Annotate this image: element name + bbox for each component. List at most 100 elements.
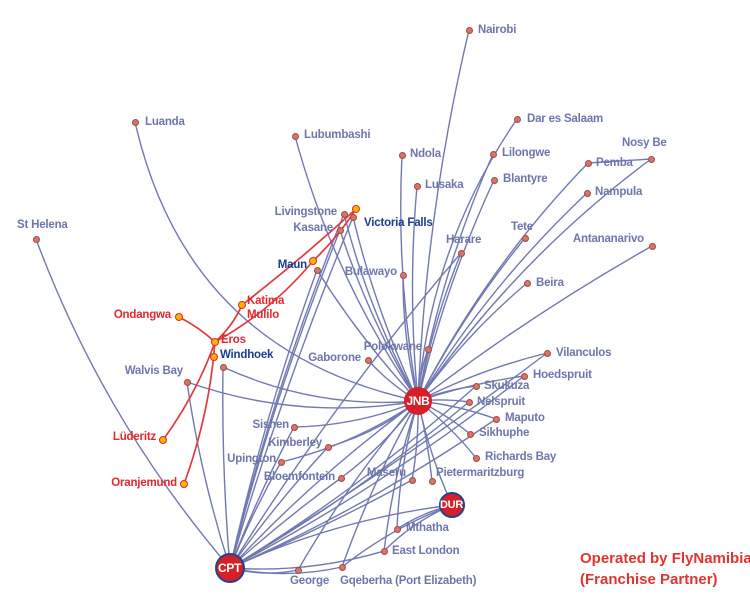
city-dot-george	[294, 566, 302, 574]
route-blue-jnb-nampula	[417, 192, 588, 402]
route-blue-cpt-harare	[229, 252, 462, 569]
city-dot-maputo	[492, 415, 500, 423]
city-label-sishen: Sishen	[252, 419, 289, 431]
route-blue-cpt-victoria_falls	[229, 216, 354, 569]
city-label-walvis_bay: Walvis Bay	[124, 365, 183, 377]
city-label-gqeberha: Gqeberha (Port Elizabeth)	[340, 575, 477, 587]
franchise-legend-line2: (Franchise Partner)	[580, 571, 718, 588]
city-dot-livingstone	[340, 210, 348, 218]
city-label-harare: Harare	[446, 234, 482, 246]
city-label-pemba: Pemba	[596, 157, 633, 169]
city-dot-eros	[211, 338, 219, 346]
city-label-mthatha: Mthatha	[406, 522, 449, 534]
city-dot-nampula	[583, 189, 591, 197]
city-label-lusaka: Lusaka	[425, 179, 464, 191]
city-label-dar_es_salaam: Dar es Salaam	[527, 113, 604, 125]
route-blue-luanda-jnb	[134, 121, 419, 402]
city-dot-mthatha	[393, 525, 401, 533]
route-blue-jnb-lubumbashi	[294, 135, 419, 402]
hub-cpt: CPT	[214, 552, 245, 583]
city-dot-maun	[313, 266, 321, 274]
city-dot-windhoek-flynamibia	[210, 353, 218, 361]
city-label-luderitz: Lüderitz	[112, 431, 156, 443]
city-dot-vilanculos	[543, 349, 551, 357]
route-blue-pemba-nosy_be	[587, 158, 652, 164]
route-blue-windhoek-jnb	[222, 366, 419, 404]
route-blue-cpt-walvis_bay	[186, 381, 231, 569]
route-blue-jnb-livingstone	[343, 213, 419, 402]
city-dot-bloemfontein	[337, 474, 345, 482]
city-dot-st_helena	[32, 235, 40, 243]
city-dot-bulawayo	[399, 271, 407, 279]
route-blue-jnb-victoria_falls	[352, 216, 419, 402]
city-label-lilongwe: Lilongwe	[502, 147, 551, 159]
city-label-nampula: Nampula	[595, 186, 643, 198]
city-dot-sikhuphe	[466, 430, 474, 438]
city-dot-gqeberha	[338, 563, 346, 571]
route-blue-cpt-maputo	[229, 418, 497, 569]
city-label-tete: Tete	[511, 221, 533, 233]
city-label-windhoek: Windhoek	[220, 349, 274, 361]
city-dot-windhoek	[219, 363, 227, 371]
city-label-st_helena: St Helena	[17, 219, 68, 231]
city-label-antananarivo: Antananarivo	[572, 233, 644, 245]
route-blue-cpt-st_helena	[35, 238, 231, 569]
city-label-victoria_falls: Victoria Falls	[364, 217, 433, 229]
route-red-katima_mulilo-victoria_falls	[241, 208, 357, 306]
city-label-blantyre: Blantyre	[503, 173, 548, 185]
city-dot-beira	[523, 279, 531, 287]
city-dot-lilongwe	[489, 150, 497, 158]
city-label-ondangwa: Ondangwa	[113, 309, 171, 321]
route-blue-jnb-east_london	[383, 400, 419, 552]
route-blue-cpt-windhoek	[222, 366, 231, 569]
city-dot-lusaka	[413, 182, 421, 190]
city-label-sikhuphe: Sikhuphe	[479, 427, 530, 439]
city-label-maputo: Maputo	[505, 412, 545, 424]
city-dot-kasane	[336, 226, 344, 234]
city-dot-sishen	[290, 423, 298, 431]
route-blue-jnb-upington	[280, 400, 419, 463]
route-blue-jnb-nosy_be	[417, 158, 652, 402]
city-dot-harare	[457, 249, 465, 257]
city-label-richards_bay: Richards Bay	[485, 451, 557, 463]
city-label-pietermaritzburg: Pietermaritzburg	[436, 467, 525, 479]
city-dot-maseru	[408, 476, 416, 484]
city-dot-blantyre	[490, 176, 498, 184]
city-label-upington: Upington	[227, 453, 276, 465]
city-label-vilanculos: Vilanculos	[556, 347, 612, 359]
city-dot-pietermaritzburg	[428, 477, 436, 485]
city-dot-richards_bay	[472, 454, 480, 462]
city-label-skukuza: Skukuza	[484, 380, 530, 392]
city-dot-nairobi	[465, 26, 473, 34]
city-dot-maun-flynamibia	[309, 257, 317, 265]
route-blue-cpt-east_london	[229, 550, 385, 570]
city-dot-gaborone	[364, 356, 372, 364]
city-dot-kimberley	[324, 443, 332, 451]
route-blue-jnb-nairobi	[417, 29, 470, 402]
city-label-livingstone: Livingstone	[274, 206, 338, 218]
route-blue-jnb-harare	[417, 252, 462, 402]
city-dot-skukuza	[472, 382, 480, 390]
route-blue-jnb-vilanculos	[417, 352, 548, 402]
franchise-legend: Operated by FlyNamibia (Franchise Partne…	[580, 548, 750, 590]
route-red-eros-ondangwa	[178, 316, 216, 343]
city-label-beira: Beira	[536, 277, 564, 289]
city-label-lubumbashi: Lubumbashi	[304, 129, 371, 141]
city-label-katima_mulilo: Katima Mulilo	[247, 295, 285, 321]
city-label-kimberley: Kimberley	[268, 437, 322, 449]
city-dot-nelspruit	[465, 398, 473, 406]
city-label-bloemfontein: Bloemfontein	[263, 471, 335, 483]
route-blue-cpt-vilanculos	[229, 352, 548, 569]
city-label-maseru: Maseru	[366, 467, 406, 479]
city-dot-antananarivo	[648, 242, 656, 250]
route-blue-cpt-livingstone	[229, 213, 345, 569]
route-blue-jnb-kasane	[339, 229, 419, 402]
city-label-luanda: Luanda	[145, 116, 185, 128]
route-blue-cpt-hoedspruit	[229, 375, 525, 569]
city-dot-upington	[277, 458, 285, 466]
route-blue-jnb-george	[297, 400, 419, 571]
city-label-kasane: Kasane	[293, 222, 333, 234]
route-blue-cpt-bloemfontein	[229, 477, 342, 569]
